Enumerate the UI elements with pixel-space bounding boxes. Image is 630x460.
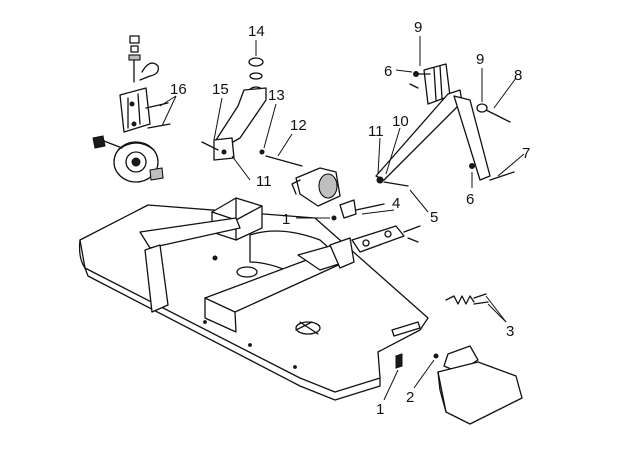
leader-lines [159, 36, 525, 401]
hitch-linkage [375, 63, 515, 187]
callout-4: 4 [392, 195, 400, 212]
callout-13: 13 [268, 87, 285, 104]
washer-14 [248, 57, 264, 67]
idler-arm [351, 225, 405, 253]
spindle-mount-right [295, 321, 321, 335]
callout-6-lower: 6 [466, 191, 474, 208]
callout-11-upper: 11 [368, 123, 384, 140]
callout-2: 2 [406, 389, 414, 406]
skid-shoe-assembly [391, 293, 523, 425]
lift-link [375, 89, 463, 181]
callout-11-lower: 11 [256, 173, 272, 190]
callout-9-upper: 9 [414, 19, 422, 36]
callout-14: 14 [248, 23, 265, 40]
gearbox-parts [259, 149, 341, 207]
callout-12: 12 [290, 117, 307, 134]
skid-shoe [437, 361, 523, 425]
callout-8: 8 [514, 67, 522, 84]
center-hardware [331, 199, 421, 253]
spindle-mount-left [236, 266, 258, 278]
callout-7: 7 [522, 145, 530, 162]
lift-arm-bracket [201, 57, 267, 161]
top-nut [129, 35, 140, 44]
callout-9-right: 9 [476, 51, 484, 68]
callout-10: 10 [392, 113, 409, 130]
callout-1-upper: 1 [282, 211, 290, 228]
callout-1-lower: 1 [376, 401, 384, 418]
hitch-arm [453, 95, 491, 181]
callout-3: 3 [506, 323, 514, 340]
deck-frame [139, 197, 355, 333]
callout-numbers: 14 16 15 13 12 11 1 4 5 11 10 6 9 9 8 7 … [170, 19, 530, 418]
callout-6-upper: 6 [384, 63, 392, 80]
callout-16: 16 [170, 81, 187, 98]
gauge-wheel-assembly [92, 35, 171, 183]
callout-15: 15 [212, 81, 229, 98]
callout-5: 5 [430, 209, 438, 226]
frame-leg-left [144, 244, 169, 313]
